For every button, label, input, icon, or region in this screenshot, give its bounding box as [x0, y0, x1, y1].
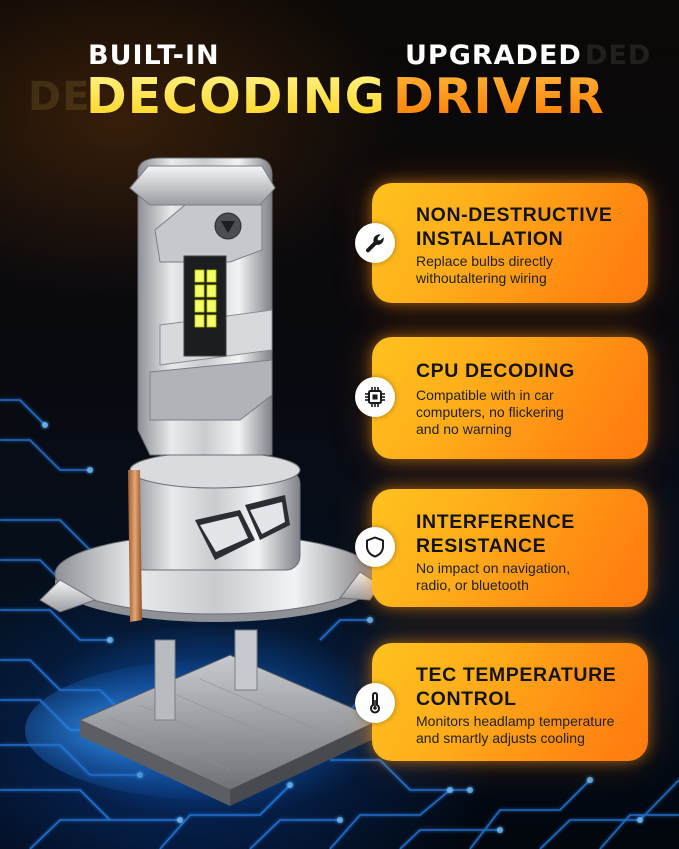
- feature-title-line2: RESISTANCE: [416, 535, 547, 557]
- headline-decoding: DECODING: [86, 68, 386, 125]
- headline-upgraded: UPGRADED: [405, 40, 582, 71]
- headline-driver: DRIVER: [393, 68, 605, 125]
- feature-title-line2: INSTALLATION: [416, 228, 564, 250]
- chip-icon: [355, 377, 395, 417]
- feature-card-interference: INTERFERENCE RESISTANCE No impact on nav…: [355, 489, 648, 607]
- feature-desc-line1: Monitors headlamp temperature: [416, 713, 615, 729]
- feature-title-line2: CONTROL: [416, 688, 517, 710]
- feature-title-line1: NON-DESTRUCTIVE: [416, 204, 613, 226]
- feature-title-line1: CPU DECODING: [416, 360, 575, 382]
- feature-title-line1: TEC TEMPERATURE: [416, 664, 617, 686]
- thermometer-icon: [355, 683, 395, 723]
- feature-card-temperature: TEC TEMPERATURE CONTROL Monitors headlam…: [355, 643, 648, 761]
- feature-desc-line2: radio, or bluetooth: [416, 577, 529, 593]
- feature-desc-line2: withoutaltering wiring: [416, 270, 547, 286]
- feature-desc-line2: and smartly adjusts cooling: [416, 730, 585, 746]
- feature-desc-line1: Compatible with in car: [416, 387, 554, 403]
- feature-desc-line1: Replace bulbs directly: [416, 253, 553, 269]
- feature-desc-line3: and no warning: [416, 421, 512, 437]
- feature-desc-line2: computers, no flickering: [416, 404, 564, 420]
- wrench-icon: [355, 223, 395, 263]
- shield-icon: [355, 527, 395, 567]
- feature-card-installation: NON-DESTRUCTIVE INSTALLATION Replace bul…: [355, 183, 648, 303]
- feature-card-cpu-decoding: CPU DECODING Compatible with in car comp…: [355, 337, 648, 459]
- headline-ghost-right: DED: [585, 40, 652, 71]
- feature-desc-line1: No impact on navigation,: [416, 560, 571, 576]
- headline-built-in: BUILT-IN: [88, 40, 220, 71]
- headline-ghost-left: DE: [28, 74, 91, 120]
- feature-title-line1: INTERFERENCE: [416, 511, 575, 533]
